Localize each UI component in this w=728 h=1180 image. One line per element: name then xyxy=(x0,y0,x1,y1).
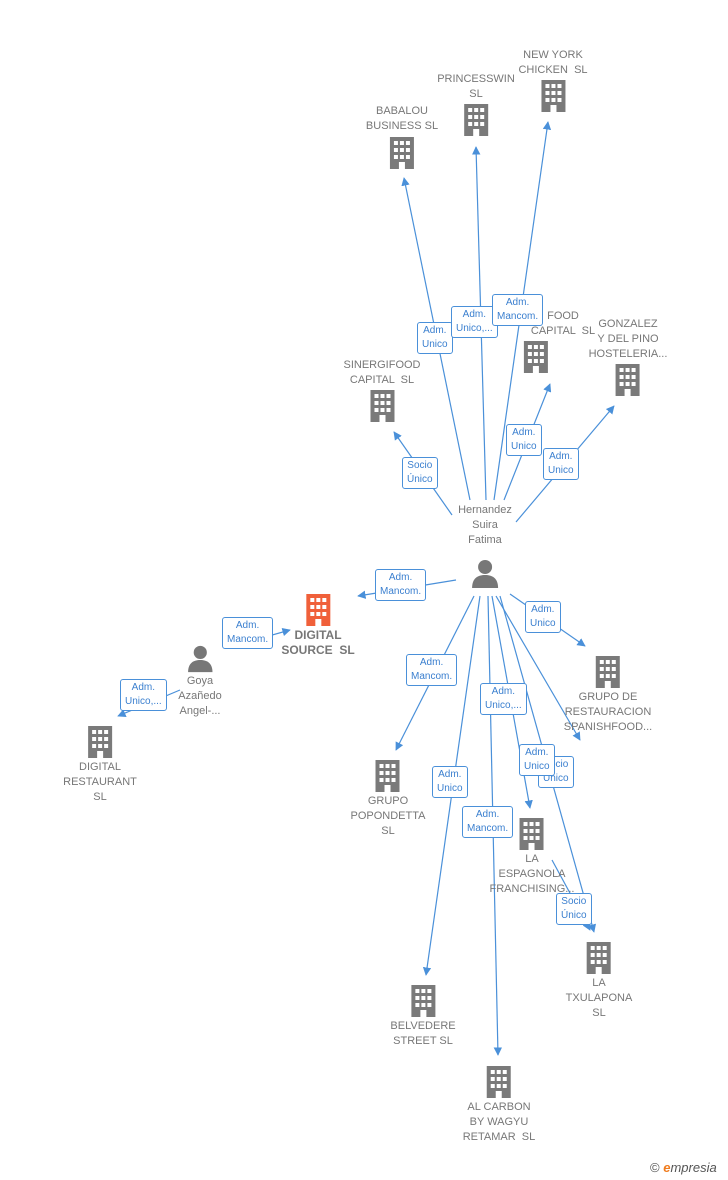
building-icon xyxy=(464,104,488,136)
edge-label[interactable]: Adm. Unico xyxy=(525,601,561,633)
node-label: GRUPO DE RESTAURACION SPANISHFOOD... xyxy=(563,691,653,733)
building-icon xyxy=(487,1066,511,1098)
building-icon xyxy=(586,942,611,974)
building-icon xyxy=(375,760,400,792)
edge-label[interactable]: Adm. Unico,... xyxy=(120,679,167,711)
node-label: GRUPO POPONDETTA SL xyxy=(350,795,426,837)
node-label: DIGITAL RESTAURANT SL xyxy=(63,761,137,803)
node-grupo-popondetta[interactable]: GRUPO POPONDETTA SL xyxy=(350,758,426,839)
brand-watermark: © empresia xyxy=(650,1160,717,1175)
node-label: SINERGIFOOD CAPITAL SL xyxy=(343,359,421,386)
node-label: Goya Azañedo Angel-... xyxy=(178,675,222,717)
node-label: LA TXULAPONA SL xyxy=(565,977,633,1019)
edge-label[interactable]: Adm. Mancom. xyxy=(462,806,514,838)
node-label: NEW YORK CHICKEN SL xyxy=(518,49,588,76)
edge-label[interactable]: Adm. Unico xyxy=(519,744,555,776)
node-label: BABALOU BUSINESS SL xyxy=(365,105,439,132)
node-belvedere[interactable]: BELVEDERE STREET SL xyxy=(390,983,456,1049)
node-sinergifood[interactable]: SINERGIFOOD CAPITAL SL xyxy=(343,358,421,424)
node-princesswin[interactable]: PRINCESSWIN SL xyxy=(437,72,515,138)
node-goya[interactable]: Goya Azañedo Angel-... xyxy=(178,644,222,719)
person-icon xyxy=(187,645,213,673)
edge-label[interactable]: Adm. Mancom. xyxy=(492,294,544,326)
building-icon xyxy=(519,818,544,850)
edge-label[interactable]: Adm. Unico xyxy=(506,424,542,456)
building-icon xyxy=(523,341,548,373)
person-icon xyxy=(471,560,498,588)
node-label: FOOD CAPITAL SL xyxy=(530,310,596,337)
edge-label[interactable]: Adm. Unico xyxy=(417,322,453,354)
node-label: Hernandez Suira Fatima xyxy=(458,504,512,546)
edge-label[interactable]: Adm. Mancom. xyxy=(406,654,458,686)
node-la-espagnola[interactable]: LA ESPAGNOLA FRANCHISING... xyxy=(489,816,575,897)
edge-label[interactable]: Adm. Unico xyxy=(432,766,468,798)
edge-label[interactable]: Socio Único xyxy=(556,893,592,925)
node-label: PRINCESSWIN SL xyxy=(437,73,515,100)
edge-label[interactable]: Socio Único xyxy=(538,756,574,788)
building-icon xyxy=(389,137,414,169)
node-digital-source[interactable]: DIGITAL SOURCE SL xyxy=(281,592,355,658)
edge-label[interactable]: Adm. Mancom. xyxy=(222,617,274,649)
node-hernandez[interactable]: Hernandez Suira Fatima xyxy=(458,503,512,590)
node-label: BELVEDERE STREET SL xyxy=(390,1020,456,1047)
node-new-york-chicken[interactable]: NEW YORK CHICKEN SL xyxy=(518,48,588,114)
node-label: LA ESPAGNOLA FRANCHISING... xyxy=(489,853,575,895)
node-label: GONZALEZ Y DEL PINO HOSTELERIA... xyxy=(588,318,668,360)
brand-logo-text: mpresia xyxy=(670,1160,717,1175)
node-gonzalez[interactable]: GONZALEZ Y DEL PINO HOSTELERIA... xyxy=(588,317,668,398)
edge-hernandez-espagnola-2 xyxy=(495,595,581,741)
node-food-capital[interactable]: FOOD CAPITAL SL xyxy=(523,309,596,375)
node-babalou[interactable]: BABALOU BUSINESS SL xyxy=(366,104,438,172)
building-icon xyxy=(88,726,112,758)
building-icon xyxy=(540,80,565,112)
edge-label[interactable]: Socio Único xyxy=(402,457,438,489)
brand-logo-e: e xyxy=(663,1160,671,1175)
edge-label[interactable]: Adm. Unico,... xyxy=(451,306,498,338)
building-icon xyxy=(615,364,640,396)
node-grupo-restauracion[interactable]: GRUPO DE RESTAURACION SPANISHFOOD... xyxy=(564,654,652,735)
building-icon xyxy=(306,594,330,626)
node-la-txulapona[interactable]: LA TXULAPONA SL xyxy=(565,940,633,1021)
building-icon xyxy=(411,985,435,1017)
node-label: AL CARBON BY WAGYU RETAMAR SL xyxy=(462,1101,536,1143)
edge-label[interactable]: Adm. Mancom. xyxy=(375,569,427,601)
node-al-carbon[interactable]: AL CARBON BY WAGYU RETAMAR SL xyxy=(462,1064,536,1145)
building-icon xyxy=(369,390,394,422)
node-label: DIGITAL SOURCE SL xyxy=(281,628,355,657)
node-digital-restaurant[interactable]: DIGITAL RESTAURANT SL xyxy=(63,724,137,805)
edge-label[interactable]: Adm. Unico xyxy=(543,448,579,480)
copyright-symbol: © xyxy=(650,1160,660,1175)
building-icon xyxy=(595,656,620,688)
edge-label[interactable]: Adm. Unico,... xyxy=(480,683,527,715)
